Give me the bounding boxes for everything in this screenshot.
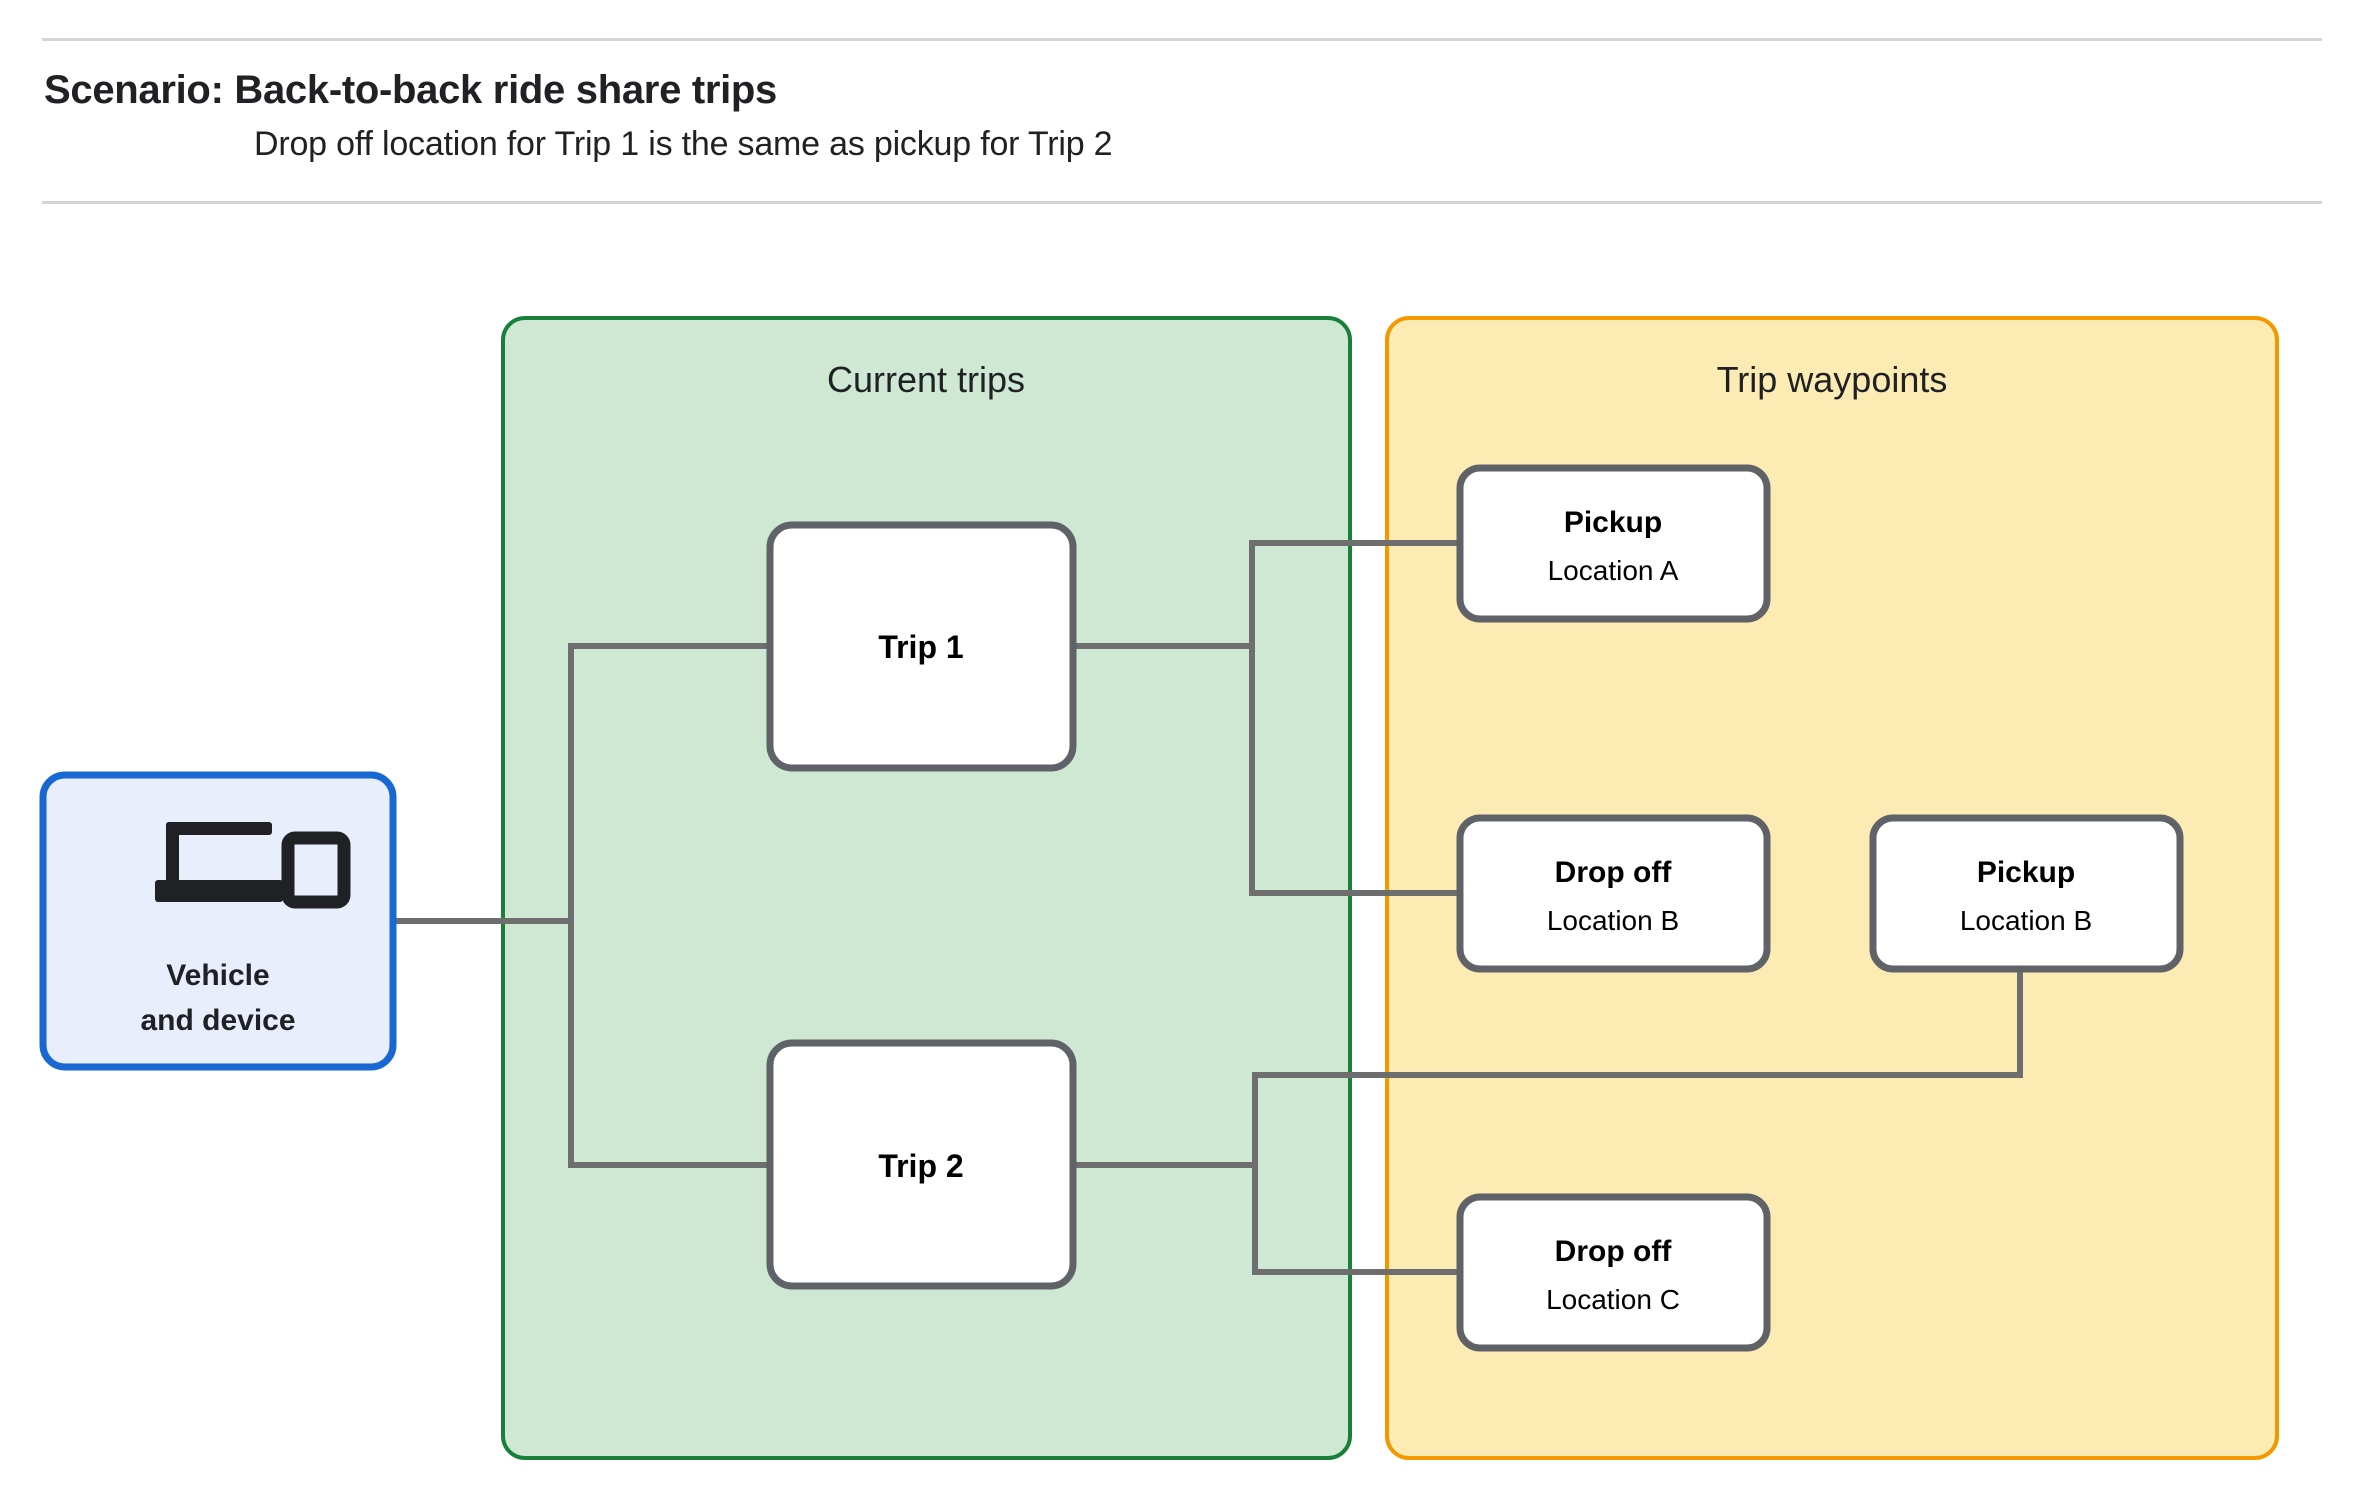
group-trip-waypoints-label: Trip waypoints — [1717, 359, 1948, 400]
waypoint-pickup-location-a-location: Location A — [1548, 555, 1679, 586]
trip-2-node[interactable]: Trip 2 — [766, 1039, 1077, 1290]
vehicle-label-line2: and device — [140, 1004, 295, 1037]
header-top-divider — [42, 38, 2322, 41]
waypoint-dropoff-location-b-type: Drop off — [1555, 856, 1673, 889]
connector-trip2-to-pickup-b — [1252, 959, 2023, 1078]
waypoint-dropoff-location-b-location: Location B — [1547, 905, 1679, 936]
waypoint-pickup-location-b-node[interactable]: Pickup Location B — [1869, 814, 2184, 973]
header-bottom-divider — [42, 201, 2322, 204]
waypoint-pickup-location-a-node[interactable]: Pickup Location A — [1456, 464, 1771, 623]
waypoint-dropoff-location-c-box — [1456, 1193, 1771, 1352]
waypoint-dropoff-location-c-node[interactable]: Drop off Location C — [1456, 1193, 1771, 1352]
vehicle-label-line1: Vehicle — [166, 959, 269, 992]
devices-icon — [155, 822, 351, 909]
waypoint-pickup-location-a-box — [1456, 464, 1771, 623]
waypoint-pickup-location-a-type: Pickup — [1564, 506, 1662, 539]
group-current-trips-label: Current trips — [827, 359, 1025, 400]
trip-2-box — [766, 1039, 1077, 1290]
group-current-trips-container — [501, 316, 1352, 1460]
waypoint-pickup-location-b-box — [1869, 814, 2184, 973]
waypoint-dropoff-location-b-box — [1456, 814, 1771, 973]
waypoint-dropoff-location-b-node[interactable]: Drop off Location B — [1456, 814, 1771, 973]
waypoint-dropoff-location-c-location: Location C — [1546, 1284, 1680, 1315]
page-subtitle: Drop off location for Trip 1 is the same… — [254, 125, 1113, 163]
trip-1-node[interactable]: Trip 1 — [766, 521, 1077, 772]
vehicle-and-device-node[interactable]: Vehicle and device — [39, 771, 397, 1071]
trip-1-label: Trip 1 — [878, 629, 963, 665]
vehicle-and-device-box — [39, 771, 397, 1071]
waypoint-pickup-location-b-type: Pickup — [1977, 856, 2075, 889]
waypoint-dropoff-location-c-type: Drop off — [1555, 1235, 1673, 1268]
trip-2-label: Trip 2 — [878, 1148, 963, 1184]
page-title: Scenario: Back-to-back ride share trips — [44, 68, 778, 112]
trip-1-box — [766, 521, 1077, 772]
waypoint-pickup-location-b-location: Location B — [1960, 905, 2092, 936]
